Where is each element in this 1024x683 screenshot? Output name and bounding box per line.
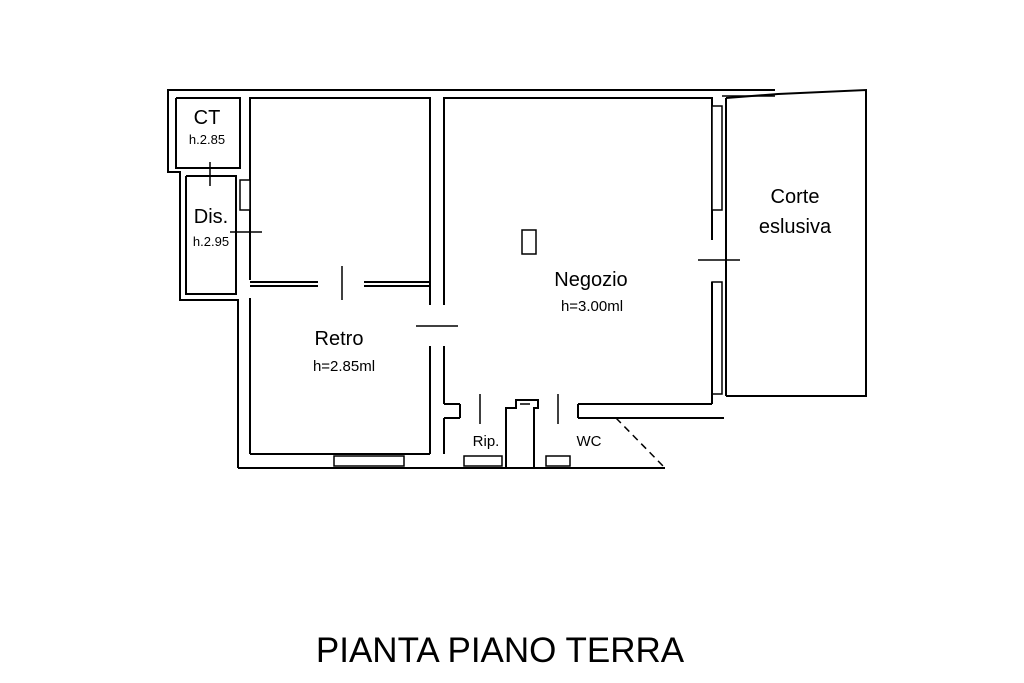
rip-wc-area [479,394,666,469]
wc-window [545,455,571,467]
plan-title: PIANTA PIANO TERRA [316,631,685,670]
rip-window [463,455,503,467]
negozio-room [443,97,740,454]
retro-window [333,455,405,467]
retro-height: h=2.85ml [313,358,375,375]
dis-room [185,175,262,295]
negozio-window-lower [711,281,723,395]
negozio-label: Negozio [554,269,627,291]
retro-label: Retro [315,328,364,350]
retro-room [250,266,458,455]
ct-room [175,97,241,186]
outer-wall [167,89,775,469]
corte-label-line2: eslusiva [759,216,832,238]
negozio-height: h=3.00ml [561,298,623,315]
ct-height: h.2.85 [189,132,225,147]
corte-label-line1: Corte [771,186,820,208]
bottom-windows [333,455,571,467]
ct-label: CT [194,107,221,129]
wc-label: WC [577,433,602,450]
pillar [521,229,537,255]
dis-window [239,179,251,211]
dis-height: h.2.95 [193,234,229,249]
negozio-window-upper [711,105,723,211]
rip-label: Rip. [473,433,500,450]
dis-label: Dis. [194,206,228,228]
corte-area [722,88,867,397]
